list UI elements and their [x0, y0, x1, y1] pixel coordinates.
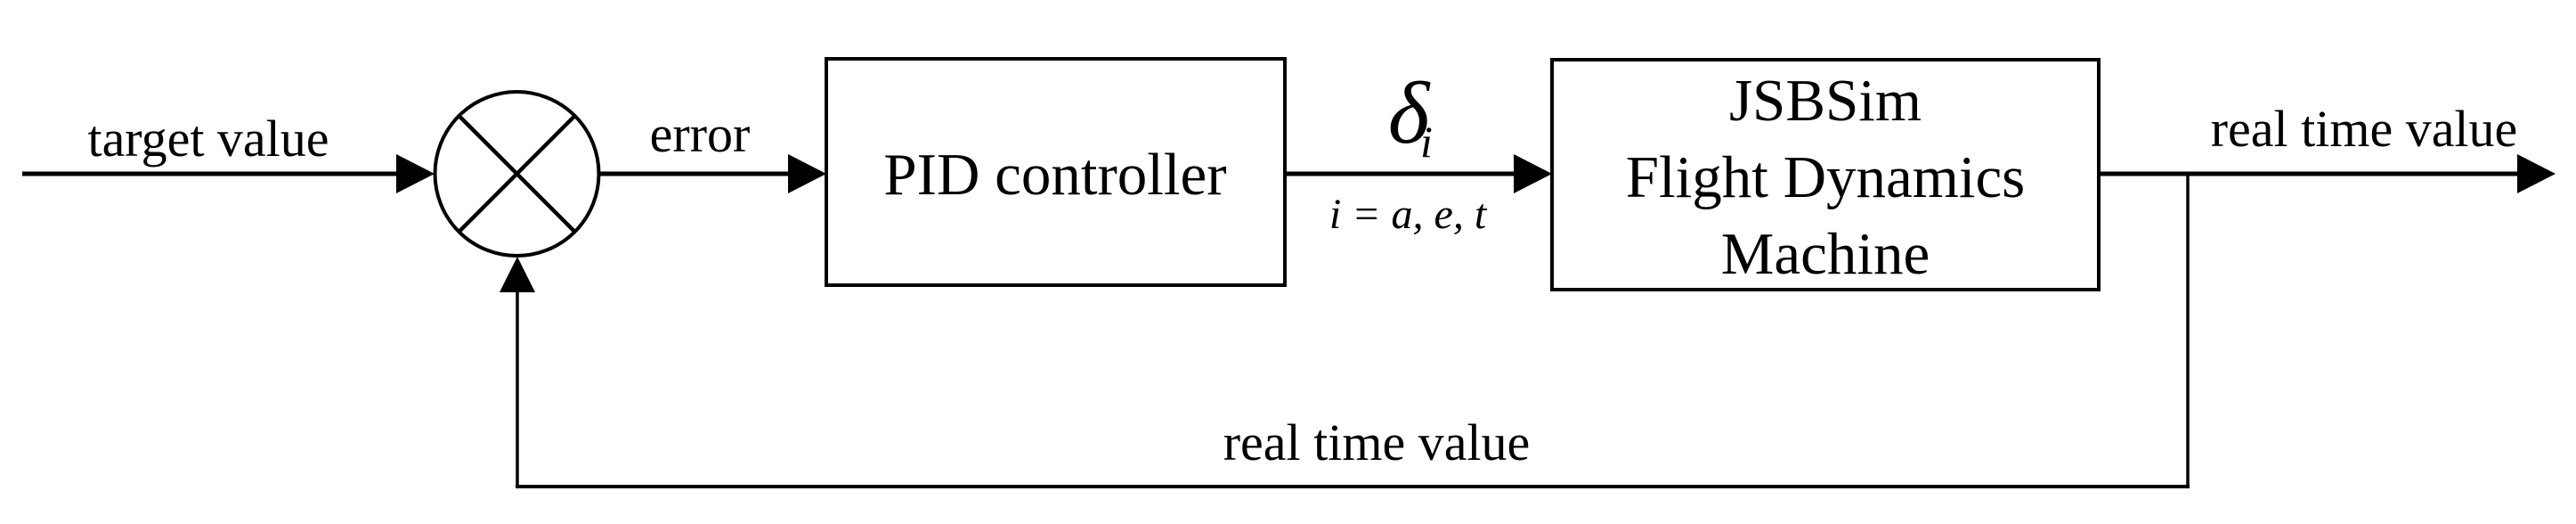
feedback-arrowhead-icon [500, 257, 535, 292]
jsbsim-label-line-3: Machine [1721, 221, 1930, 287]
output-arrowhead-icon [2517, 154, 2556, 193]
pid-controller-block [825, 57, 1287, 287]
delta-subscript-label: i [1420, 117, 1433, 167]
junction-cross-diagonal-2 [457, 114, 577, 233]
input-arrowhead-icon [396, 154, 435, 193]
output-label: real time value [2211, 100, 2518, 158]
pid-controller-label: PID controller [883, 142, 1226, 208]
error-label: error [650, 105, 751, 163]
jsbsim-block [1550, 58, 2101, 291]
delta-symbol-label: δ [1388, 63, 1431, 162]
jsbsim-label-line-1: JSBSim [1729, 68, 1922, 134]
error-arrowhead-icon [788, 154, 826, 193]
feedback-label: real time value [1223, 413, 1531, 471]
jsbsim-label-line-2: Flight Dynamics [1626, 144, 2026, 210]
delta-arrowhead-icon [1514, 154, 1552, 193]
delta-condition-label: i = a, e, t [1329, 191, 1488, 238]
target-value-label: target value [87, 110, 329, 168]
